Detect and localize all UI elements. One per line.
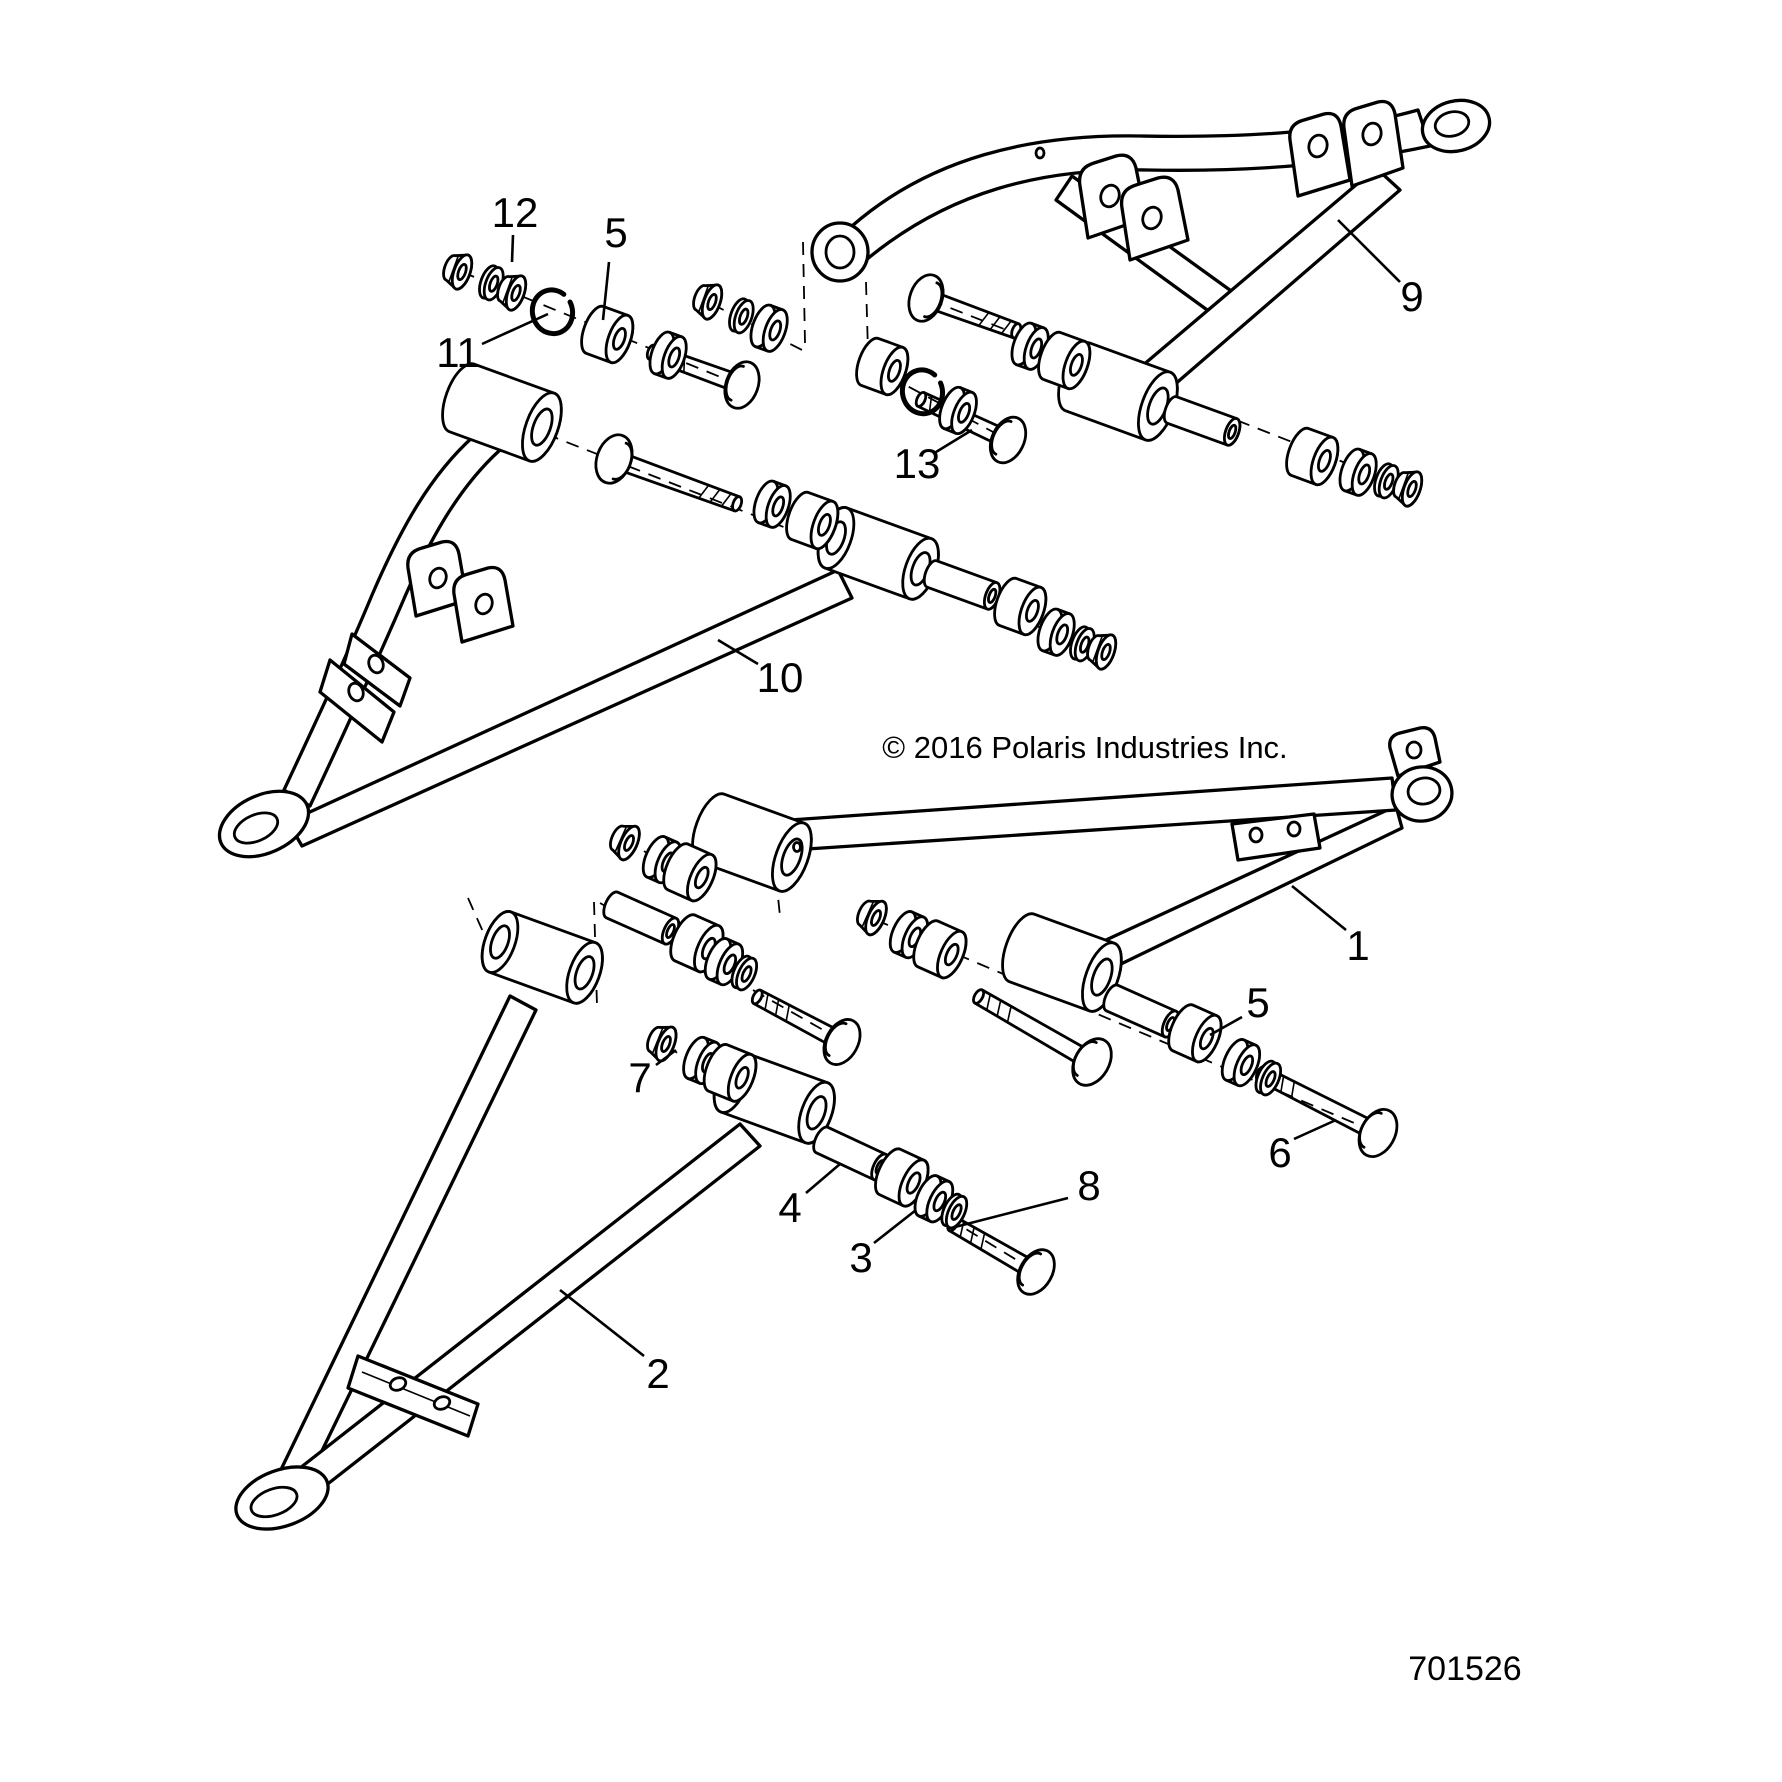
callout-number-11: 11 bbox=[436, 329, 480, 376]
alignment-line bbox=[802, 241, 806, 344]
callout-number-6: 6 bbox=[1268, 1129, 1291, 1176]
callout-number-4: 4 bbox=[778, 1184, 801, 1231]
bushing bbox=[1279, 423, 1345, 490]
callout-number-7: 7 bbox=[628, 1054, 651, 1101]
snap-ring bbox=[527, 285, 577, 338]
callout-number-5: 5 bbox=[604, 209, 627, 256]
flanged-nut bbox=[603, 817, 646, 865]
bushing bbox=[574, 301, 640, 368]
hardware-row-arm10 bbox=[747, 476, 1122, 674]
pivot-eye-bore bbox=[824, 234, 856, 270]
callout-leader-5 bbox=[601, 261, 611, 321]
bracket-hole bbox=[474, 592, 494, 616]
lower-control-arm-left bbox=[234, 905, 844, 1531]
part-number: 701526 bbox=[1408, 1650, 1521, 1688]
bolt bbox=[741, 972, 869, 1073]
tube-hole bbox=[1034, 146, 1046, 160]
callout-leader-8 bbox=[954, 1196, 1069, 1229]
upper-control-arm-left bbox=[217, 357, 948, 859]
callout-number-10: 10 bbox=[757, 654, 804, 701]
bracket-hole bbox=[1099, 183, 1121, 209]
gusset-edge bbox=[361, 1371, 471, 1417]
callout-number-12: 12 bbox=[492, 189, 539, 236]
callout-leader-12 bbox=[510, 234, 515, 263]
bracket-hole bbox=[428, 566, 448, 590]
callout-number-2: 2 bbox=[646, 1350, 669, 1397]
bracket-hole bbox=[1141, 205, 1163, 231]
callout-number-9: 9 bbox=[1400, 273, 1423, 320]
bolt bbox=[901, 268, 1030, 357]
tube-hole bbox=[792, 841, 802, 853]
ball-joint-bore bbox=[249, 1485, 299, 1519]
callout-leader-1 bbox=[1291, 884, 1347, 932]
pivot-tube bbox=[473, 905, 612, 1010]
callout-layer: 12 5 11 13 9 10 1 5 6 7 4 3 8 2 bbox=[436, 189, 1423, 1397]
gusset-hole bbox=[432, 1395, 452, 1411]
bolt bbox=[588, 428, 751, 531]
flanged-nut bbox=[850, 892, 893, 940]
ball-joint-bore bbox=[1406, 776, 1442, 806]
callout-leader-11 bbox=[481, 312, 549, 346]
gusset-plate bbox=[346, 1354, 480, 1438]
ball-joint-bore bbox=[232, 811, 280, 845]
spacer-tube bbox=[919, 557, 1005, 613]
callout-number-13: 13 bbox=[894, 440, 941, 487]
gusset-hole bbox=[347, 681, 365, 703]
bracket-hole bbox=[1361, 121, 1383, 147]
callout-leader-6 bbox=[1293, 1118, 1337, 1141]
callout-leader-13 bbox=[935, 428, 973, 454]
copyright-text: © 2016 Polaris Industries Inc. bbox=[882, 730, 1287, 765]
callout-leader-10 bbox=[717, 638, 759, 666]
alignment-line bbox=[865, 281, 869, 353]
callout-leader-7 bbox=[655, 1048, 677, 1067]
ball-joint-bore bbox=[1433, 110, 1471, 138]
hardware-row-arm2-rear bbox=[598, 888, 763, 995]
callout-number-8: 8 bbox=[1077, 1162, 1100, 1209]
spacer-tube bbox=[1159, 393, 1245, 449]
callout-number-3: 3 bbox=[849, 1234, 872, 1281]
callout-number-1: 1 bbox=[1346, 922, 1369, 969]
gusset-hole bbox=[388, 1376, 408, 1392]
flanged-nut bbox=[437, 247, 478, 294]
spacer-tube bbox=[598, 888, 684, 948]
hardware-row-front-pivot-upper bbox=[687, 277, 794, 356]
flanged-nut bbox=[687, 277, 728, 324]
lower-control-arm-right bbox=[683, 726, 1454, 1018]
bracket-hole bbox=[1405, 740, 1423, 760]
callout-leader-5 bbox=[1209, 1015, 1243, 1037]
upper-control-arm-right bbox=[810, 98, 1492, 447]
callout-leader-4 bbox=[805, 1163, 841, 1194]
callout-leader-2 bbox=[559, 1288, 645, 1358]
bracket-hole bbox=[1248, 826, 1264, 844]
bracket-hole bbox=[1307, 133, 1329, 159]
callout-number-5: 5 bbox=[1246, 979, 1269, 1026]
rear-tube bbox=[286, 568, 854, 848]
callout-leader-3 bbox=[873, 1208, 917, 1245]
gusset-hole bbox=[367, 653, 385, 675]
hardware-row-arm9-front bbox=[849, 333, 983, 439]
callout-leader-9 bbox=[1337, 219, 1401, 283]
bracket-hole bbox=[1286, 820, 1302, 838]
